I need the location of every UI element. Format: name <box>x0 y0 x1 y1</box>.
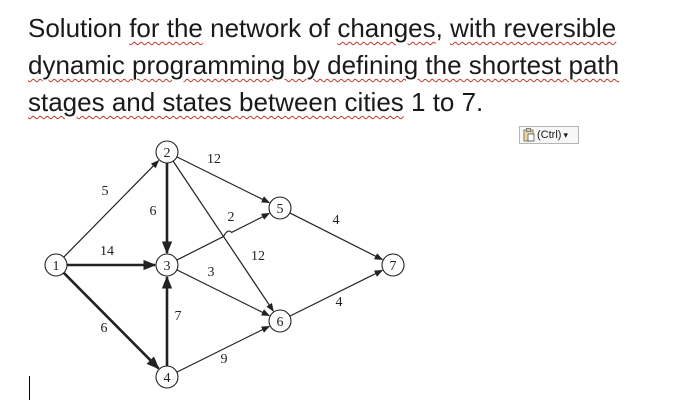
node-circle-1 <box>44 253 68 277</box>
node-label-4: 4 <box>164 371 171 386</box>
node-label-5: 5 <box>277 202 284 217</box>
node-5: 5 <box>268 196 292 220</box>
edge-weight-3-5: 2 <box>228 210 235 225</box>
clipboard-icon <box>523 128 535 142</box>
edge-weight-1-3: 14 <box>100 244 114 259</box>
edge-weight-5-7: 4 <box>333 213 340 228</box>
node-7: 7 <box>381 253 405 277</box>
node-3: 3 <box>155 253 179 277</box>
word: 1 to 7. <box>403 87 484 117</box>
node-1: 1 <box>44 253 68 277</box>
paste-options-button[interactable]: (Ctrl) ▾ <box>519 126 579 144</box>
misspelled-word[interactable]: changes <box>337 13 436 43</box>
edge-3-6 <box>176 269 271 317</box>
edge-weight-2-3: 6 <box>150 204 157 219</box>
edge-4-6 <box>176 325 271 373</box>
edge-weight-6-7: 4 <box>336 295 343 310</box>
edge-weight-1-2: 5 <box>102 184 109 199</box>
edge-weight-4-3: 7 <box>175 309 182 324</box>
edge-6-7 <box>289 269 384 317</box>
node-circle-7 <box>381 253 405 277</box>
edge-weight-2-5: 12 <box>207 152 221 167</box>
edge-1-4 <box>62 271 160 370</box>
misspelled-word[interactable]: for the <box>129 13 203 43</box>
node-label-7: 7 <box>390 259 397 274</box>
misspelled-word[interactable]: with reversible <box>450 13 617 43</box>
node-circle-3 <box>155 253 179 277</box>
edge-weight-3-6: 3 <box>208 265 215 280</box>
edge-2-5 <box>176 156 271 204</box>
node-circle-5 <box>268 196 292 220</box>
node-circle-2 <box>155 140 179 164</box>
node-label-2: 2 <box>164 146 171 161</box>
node-2: 2 <box>155 140 179 164</box>
document-paragraph[interactable]: Solution for the network of changes, wit… <box>28 10 678 121</box>
node-circle-4 <box>155 365 179 389</box>
node-circle-6 <box>268 309 292 333</box>
node-6: 6 <box>268 309 292 333</box>
paste-options-label: (Ctrl) <box>537 129 562 141</box>
edge-3-5 <box>176 212 271 261</box>
edge-5-7 <box>289 212 384 261</box>
edge-weight-1-4: 6 <box>101 321 108 336</box>
text-cursor <box>29 376 30 400</box>
node-4: 4 <box>155 365 179 389</box>
node-label-6: 6 <box>277 315 284 330</box>
node-label-1: 1 <box>53 259 60 274</box>
misspelled-word[interactable]: dynamic programming by defining the shor… <box>28 50 620 117</box>
edge-1-2 <box>63 159 160 258</box>
chevron-down-icon: ▾ <box>563 130 568 140</box>
word: , <box>435 13 451 43</box>
word: Solution <box>28 13 130 43</box>
edge-weight-4-6: 9 <box>221 352 228 367</box>
edge-weight-2-6: 12 <box>251 249 265 264</box>
word: network of <box>202 13 338 43</box>
node-label-3: 3 <box>164 259 171 274</box>
